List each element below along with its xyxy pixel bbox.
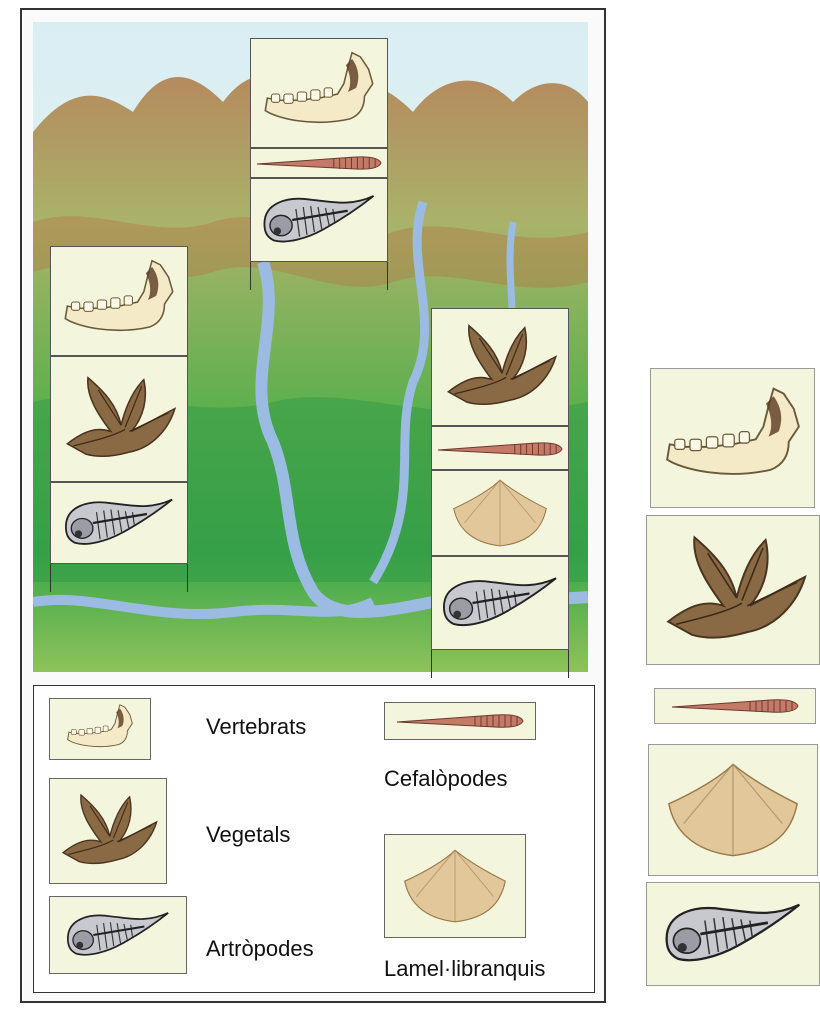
column-center-jaw-cell xyxy=(250,38,388,148)
column-left-trilobite-cell xyxy=(50,482,188,564)
belemnite-fossil-icon xyxy=(385,703,535,739)
column-post xyxy=(387,260,388,290)
trilobite-fossil-icon xyxy=(251,179,387,261)
leaf-fossil-icon xyxy=(432,309,568,425)
legend-label-lamellibranquis: Lamel·libranquis xyxy=(384,956,545,982)
column-center-belemnite-cell xyxy=(250,148,388,178)
column-right-bivalve-cell xyxy=(431,470,569,556)
side-leaf-specimen xyxy=(646,515,820,665)
column-post xyxy=(568,648,569,678)
leaf-fossil-icon xyxy=(51,357,187,481)
trilobite-fossil-icon xyxy=(50,897,186,973)
column-post xyxy=(431,648,432,678)
legend-label-artropodes: Artròpodes xyxy=(206,936,314,962)
bivalve-fossil-icon xyxy=(432,471,568,555)
legend-bivalve-swatch xyxy=(384,834,526,938)
legend-jaw-swatch xyxy=(49,698,151,760)
jaw-fossil-icon xyxy=(251,39,387,147)
side-trilobite-specimen xyxy=(646,882,820,986)
trilobite-fossil-icon xyxy=(51,483,187,563)
side-belemnite-specimen xyxy=(654,688,816,724)
column-right-belemnite-cell xyxy=(431,426,569,470)
leaf-fossil-icon xyxy=(50,779,166,883)
column-left-jaw-cell xyxy=(50,246,188,356)
legend-label-cefalopodes: Cefalòpodes xyxy=(384,766,508,792)
jaw-fossil-icon xyxy=(51,247,187,355)
column-left-leaf-cell xyxy=(50,356,188,482)
jaw-fossil-icon xyxy=(651,369,814,507)
legend: Vertebrats Cefalòpodes Vegetals Artròpod… xyxy=(33,685,595,993)
legend-leaf-swatch xyxy=(49,778,167,884)
bivalve-fossil-icon xyxy=(385,835,525,937)
legend-trilobite-swatch xyxy=(49,896,187,974)
side-jaw-specimen xyxy=(650,368,815,508)
column-right-leaf-cell xyxy=(431,308,569,426)
trilobite-fossil-icon xyxy=(647,883,819,985)
column-post xyxy=(250,260,251,290)
belemnite-fossil-icon xyxy=(655,689,815,723)
legend-label-vertebrats: Vertebrats xyxy=(206,714,306,740)
legend-label-vegetals: Vegetals xyxy=(206,822,290,848)
leaf-fossil-icon xyxy=(647,516,819,664)
column-post xyxy=(50,562,51,592)
jaw-fossil-icon xyxy=(50,699,150,759)
side-bivalve-specimen xyxy=(648,744,818,876)
column-center-trilobite-cell xyxy=(250,178,388,262)
bivalve-fossil-icon xyxy=(649,745,817,875)
belemnite-fossil-icon xyxy=(432,427,568,469)
legend-belemnite-swatch xyxy=(384,702,536,740)
column-right-trilobite-cell xyxy=(431,556,569,650)
belemnite-fossil-icon xyxy=(251,149,387,177)
column-post xyxy=(187,562,188,592)
trilobite-fossil-icon xyxy=(432,557,568,649)
